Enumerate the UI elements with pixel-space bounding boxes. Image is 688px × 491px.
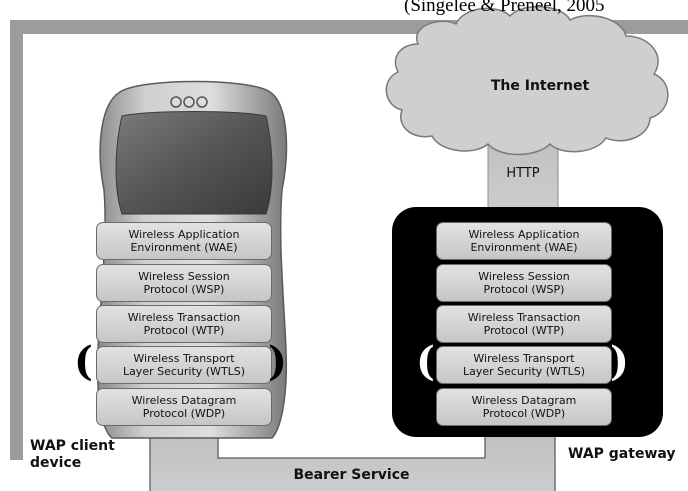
gateway-layer-wdp-line1: Wireless Datagram (471, 394, 577, 407)
client-layer-wtp-line2: Protocol (WTP) (143, 324, 225, 337)
client-wtls-right-paren-icon: ) (268, 338, 287, 385)
client-caption-line2: device (30, 455, 82, 471)
gateway-layer-wtls-line2: Layer Security (WTLS) (462, 365, 586, 378)
client-layer-wtls: Wireless Transport Layer Security (WTLS) (96, 346, 272, 384)
phone-screen (115, 111, 273, 215)
gateway-layer-wtp-line2: Protocol (WTP) (483, 324, 565, 337)
gateway-layer-wdp-line2: Protocol (WDP) (482, 407, 566, 420)
gateway-caption: WAP gateway (568, 446, 676, 462)
gateway-wtls-right-paren-icon: ) (610, 338, 629, 385)
gateway-layer-wsp-line1: Wireless Session (478, 270, 570, 283)
gateway-layer-wae: Wireless Application Environment (WAE) (436, 222, 612, 260)
gateway-layer-wtls: Wireless Transport Layer Security (WTLS) (436, 346, 612, 384)
gateway-layer-wtls-line1: Wireless Transport (473, 352, 575, 365)
gateway-layer-wtp: Wireless Transaction Protocol (WTP) (436, 305, 612, 343)
client-layer-wae-line1: Wireless Application (128, 228, 240, 241)
internet-cloud (385, 5, 669, 156)
gateway-layer-wsp: Wireless Session Protocol (WSP) (436, 264, 612, 302)
client-layer-wtls-line1: Wireless Transport (133, 352, 235, 365)
client-caption: WAP client device (30, 438, 140, 472)
citation: (Singelee & Preneel, 2005 (404, 0, 605, 16)
client-layer-wae-line2: Environment (WAE) (130, 241, 238, 254)
phone-speaker-icon (170, 96, 208, 108)
client-layer-wtp: Wireless Transaction Protocol (WTP) (96, 305, 272, 343)
client-layer-wsp-line1: Wireless Session (138, 270, 230, 283)
gateway-layer-wae-line1: Wireless Application (468, 228, 580, 241)
frame-left (10, 20, 23, 460)
client-caption-line1: WAP client (30, 438, 115, 454)
http-label: HTTP (506, 166, 540, 181)
client-layer-wdp-line1: Wireless Datagram (131, 394, 237, 407)
gateway-layer-wsp-line2: Protocol (WSP) (483, 283, 565, 296)
gateway-layer-wtp-line1: Wireless Transaction (467, 311, 581, 324)
client-layer-wdp-line2: Protocol (WDP) (142, 407, 226, 420)
client-layer-wsp: Wireless Session Protocol (WSP) (96, 264, 272, 302)
client-layer-wtls-line2: Layer Security (WTLS) (122, 365, 246, 378)
client-layer-wae: Wireless Application Environment (WAE) (96, 222, 272, 260)
bearer-label: Bearer Service (293, 467, 410, 483)
client-layer-wsp-line2: Protocol (WSP) (143, 283, 225, 296)
internet-label: The Internet (490, 78, 590, 94)
gateway-wtls-left-paren-icon: ( (416, 338, 435, 385)
client-wtls-left-paren-icon: ( (74, 338, 93, 385)
client-layer-wdp: Wireless Datagram Protocol (WDP) (96, 388, 272, 426)
gateway-layer-wdp: Wireless Datagram Protocol (WDP) (436, 388, 612, 426)
gateway-layer-wae-line2: Environment (WAE) (470, 241, 578, 254)
client-layer-wtp-line1: Wireless Transaction (127, 311, 241, 324)
